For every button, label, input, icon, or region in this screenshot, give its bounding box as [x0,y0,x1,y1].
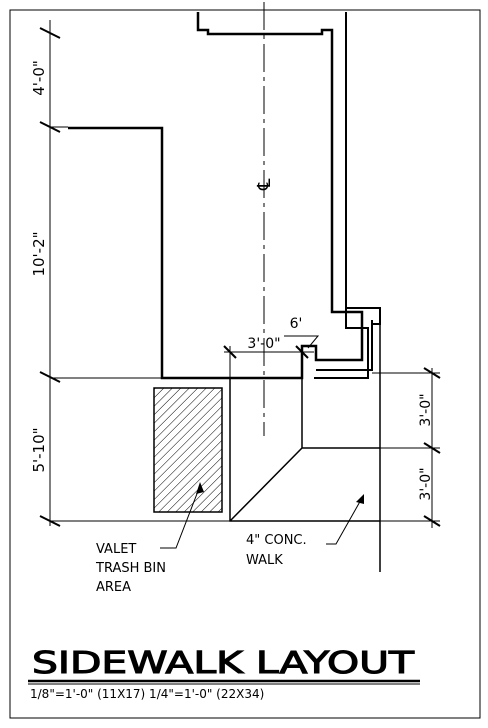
dim-middle-left: 10'-2" [30,231,48,276]
sidewalk-outline [229,378,380,522]
valet-leader-arrow [196,482,204,494]
walk-leader [326,497,363,545]
wall-return [346,307,381,325]
dim-tick [39,371,61,383]
centerline-symbol: ℄ [254,178,275,191]
drawing-title: SIDEWALK LAYOUT [32,646,415,681]
walk-label-line-2: WALK [246,553,283,568]
dim-right-lower: 3'-0" [418,467,434,500]
inner-wall-line [314,12,369,379]
valet-trash-bin-area [153,387,223,513]
scale-note: 1/8"=1'-0" (11X17) 1/4"=1'-0" (22X34) [30,687,264,701]
dim-right-upper: 3'-0" [418,393,434,426]
valet-label-line-1: VALET [96,542,136,557]
dim-tick [423,367,441,379]
valet-leader [160,485,201,549]
walk-label-line-1: 4" CONC. [246,533,307,548]
dim-opening: 3'-0" [247,336,280,352]
offset-dimension-leader [284,335,320,349]
dim-offset: 6' [290,316,303,332]
walk-leader-arrow [356,494,364,504]
valet-label-line-2: TRASH BIN [95,561,166,576]
dim-tick [295,345,309,359]
dim-tick [423,442,441,454]
dim-lower-left: 5'-10" [30,427,48,472]
sheet-border [9,9,481,719]
dim-tick [423,515,441,527]
outer-wall-line [316,320,373,371]
building-outline [68,12,364,380]
valet-label-line-3: AREA [96,580,131,595]
dim-upper-left: 4'-0" [30,60,48,96]
dim-tick [39,27,61,39]
